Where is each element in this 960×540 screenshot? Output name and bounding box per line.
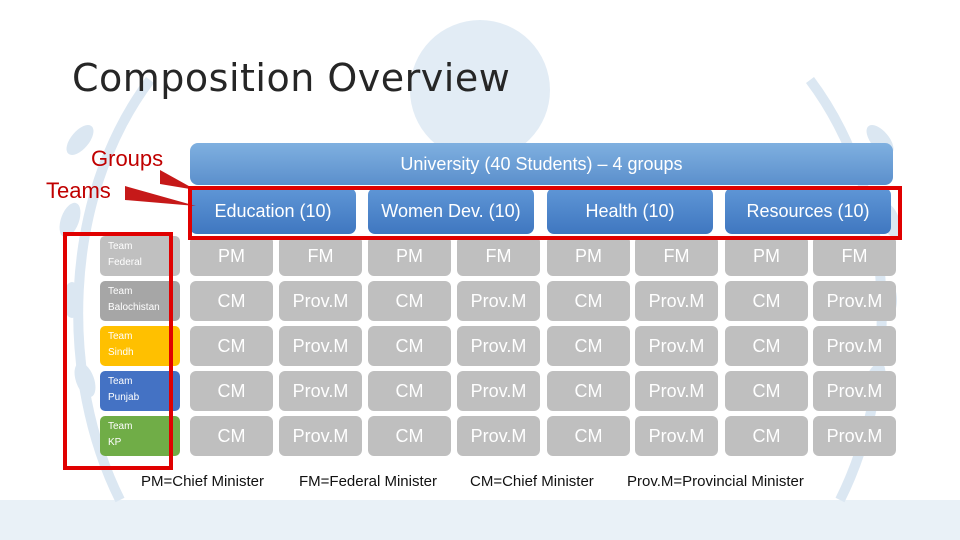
role-cell: PM xyxy=(547,236,630,276)
role-cell: Prov.M xyxy=(457,416,540,456)
team-label-line2: Federal xyxy=(108,257,142,268)
role-cell: Prov.M xyxy=(457,326,540,366)
role-cell: PM xyxy=(190,236,273,276)
role-cell: PM xyxy=(368,236,451,276)
role-cell: CM xyxy=(368,416,451,456)
role-cell: Prov.M xyxy=(279,281,362,321)
legend-cm: CM=Chief Minister xyxy=(470,473,594,490)
role-cell: Prov.M xyxy=(635,326,718,366)
role-cell: CM xyxy=(190,371,273,411)
group-resources: Resources (10) xyxy=(725,188,891,234)
role-cell: FM xyxy=(457,236,540,276)
legend-provm: Prov.M=Provincial Minister xyxy=(627,473,804,490)
role-cell: FM xyxy=(813,236,896,276)
role-cell: Prov.M xyxy=(457,371,540,411)
role-cell: CM xyxy=(547,281,630,321)
role-cell: Prov.M xyxy=(635,371,718,411)
role-cell: Prov.M xyxy=(813,281,896,321)
teams-callout-label: Teams xyxy=(46,178,111,203)
team-label-line1: Team xyxy=(108,286,133,297)
role-cell: CM xyxy=(190,326,273,366)
legend-pm: PM=Chief Minister xyxy=(141,473,264,490)
role-cell: CM xyxy=(725,416,808,456)
role-cell: CM xyxy=(725,371,808,411)
role-cell: CM xyxy=(190,416,273,456)
team-label-line2: Sindh xyxy=(108,347,134,358)
team-label-line2: KP xyxy=(108,437,122,448)
group-education: Education (10) xyxy=(190,188,356,234)
role-cell: PM xyxy=(725,236,808,276)
role-cell: Prov.M xyxy=(457,281,540,321)
role-cell: CM xyxy=(368,281,451,321)
role-cell: Prov.M xyxy=(635,281,718,321)
page-title: Composition Overview xyxy=(72,56,511,100)
legend-fm: FM=Federal Minister xyxy=(299,473,437,490)
role-cell: FM xyxy=(279,236,362,276)
role-cell: Prov.M xyxy=(279,371,362,411)
group-health: Health (10) xyxy=(547,188,713,234)
team-label-line1: Team xyxy=(108,421,133,432)
team-label-line1: Team xyxy=(108,241,133,252)
group-women-dev: Women Dev. (10) xyxy=(368,188,534,234)
role-cell: Prov.M xyxy=(813,326,896,366)
role-cell: Prov.M xyxy=(635,416,718,456)
role-cell: CM xyxy=(368,326,451,366)
role-cell: Prov.M xyxy=(813,416,896,456)
team-label-line1: Team xyxy=(108,376,133,387)
university-banner: University (40 Students) – 4 groups xyxy=(190,143,893,185)
role-cell: CM xyxy=(368,371,451,411)
team-label-line2: Punjab xyxy=(108,392,140,403)
team-label-line2: Balochistan xyxy=(108,302,160,313)
role-cell: FM xyxy=(635,236,718,276)
role-cell: Prov.M xyxy=(279,326,362,366)
role-cell: Prov.M xyxy=(279,416,362,456)
role-cell: CM xyxy=(547,416,630,456)
role-cell: CM xyxy=(725,326,808,366)
team-label-line1: Team xyxy=(108,331,133,342)
role-cell: CM xyxy=(547,326,630,366)
role-cell: CM xyxy=(190,281,273,321)
role-cell: CM xyxy=(725,281,808,321)
groups-callout-label: Groups xyxy=(91,146,164,171)
role-cell: Prov.M xyxy=(813,371,896,411)
role-cell: CM xyxy=(547,371,630,411)
